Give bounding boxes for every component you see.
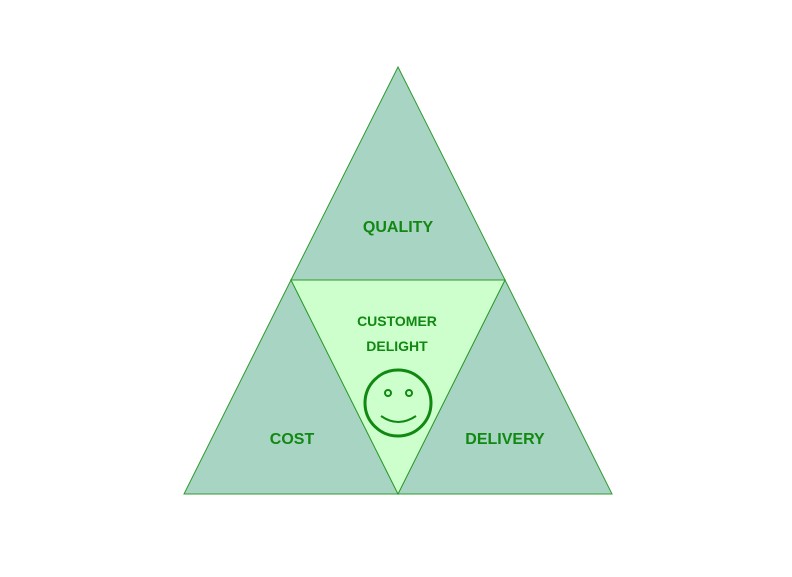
smiley-right-eye — [405, 389, 413, 397]
smiley-mouth — [380, 415, 417, 423]
customer-delight-triangle — [290, 279, 506, 496]
customer-delight-label-line1: CUSTOMER — [357, 313, 437, 329]
smiley-face-icon — [363, 368, 433, 438]
smiley-face-outline — [363, 368, 433, 438]
delivery-label: DELIVERY — [465, 431, 545, 448]
cost-label: COST — [270, 431, 315, 448]
smiley-left-eye — [384, 389, 392, 397]
quality-label: QUALITY — [363, 219, 434, 236]
quality-triangle — [290, 65, 506, 281]
customer-delight-label-line2: DELIGHT — [366, 338, 428, 354]
